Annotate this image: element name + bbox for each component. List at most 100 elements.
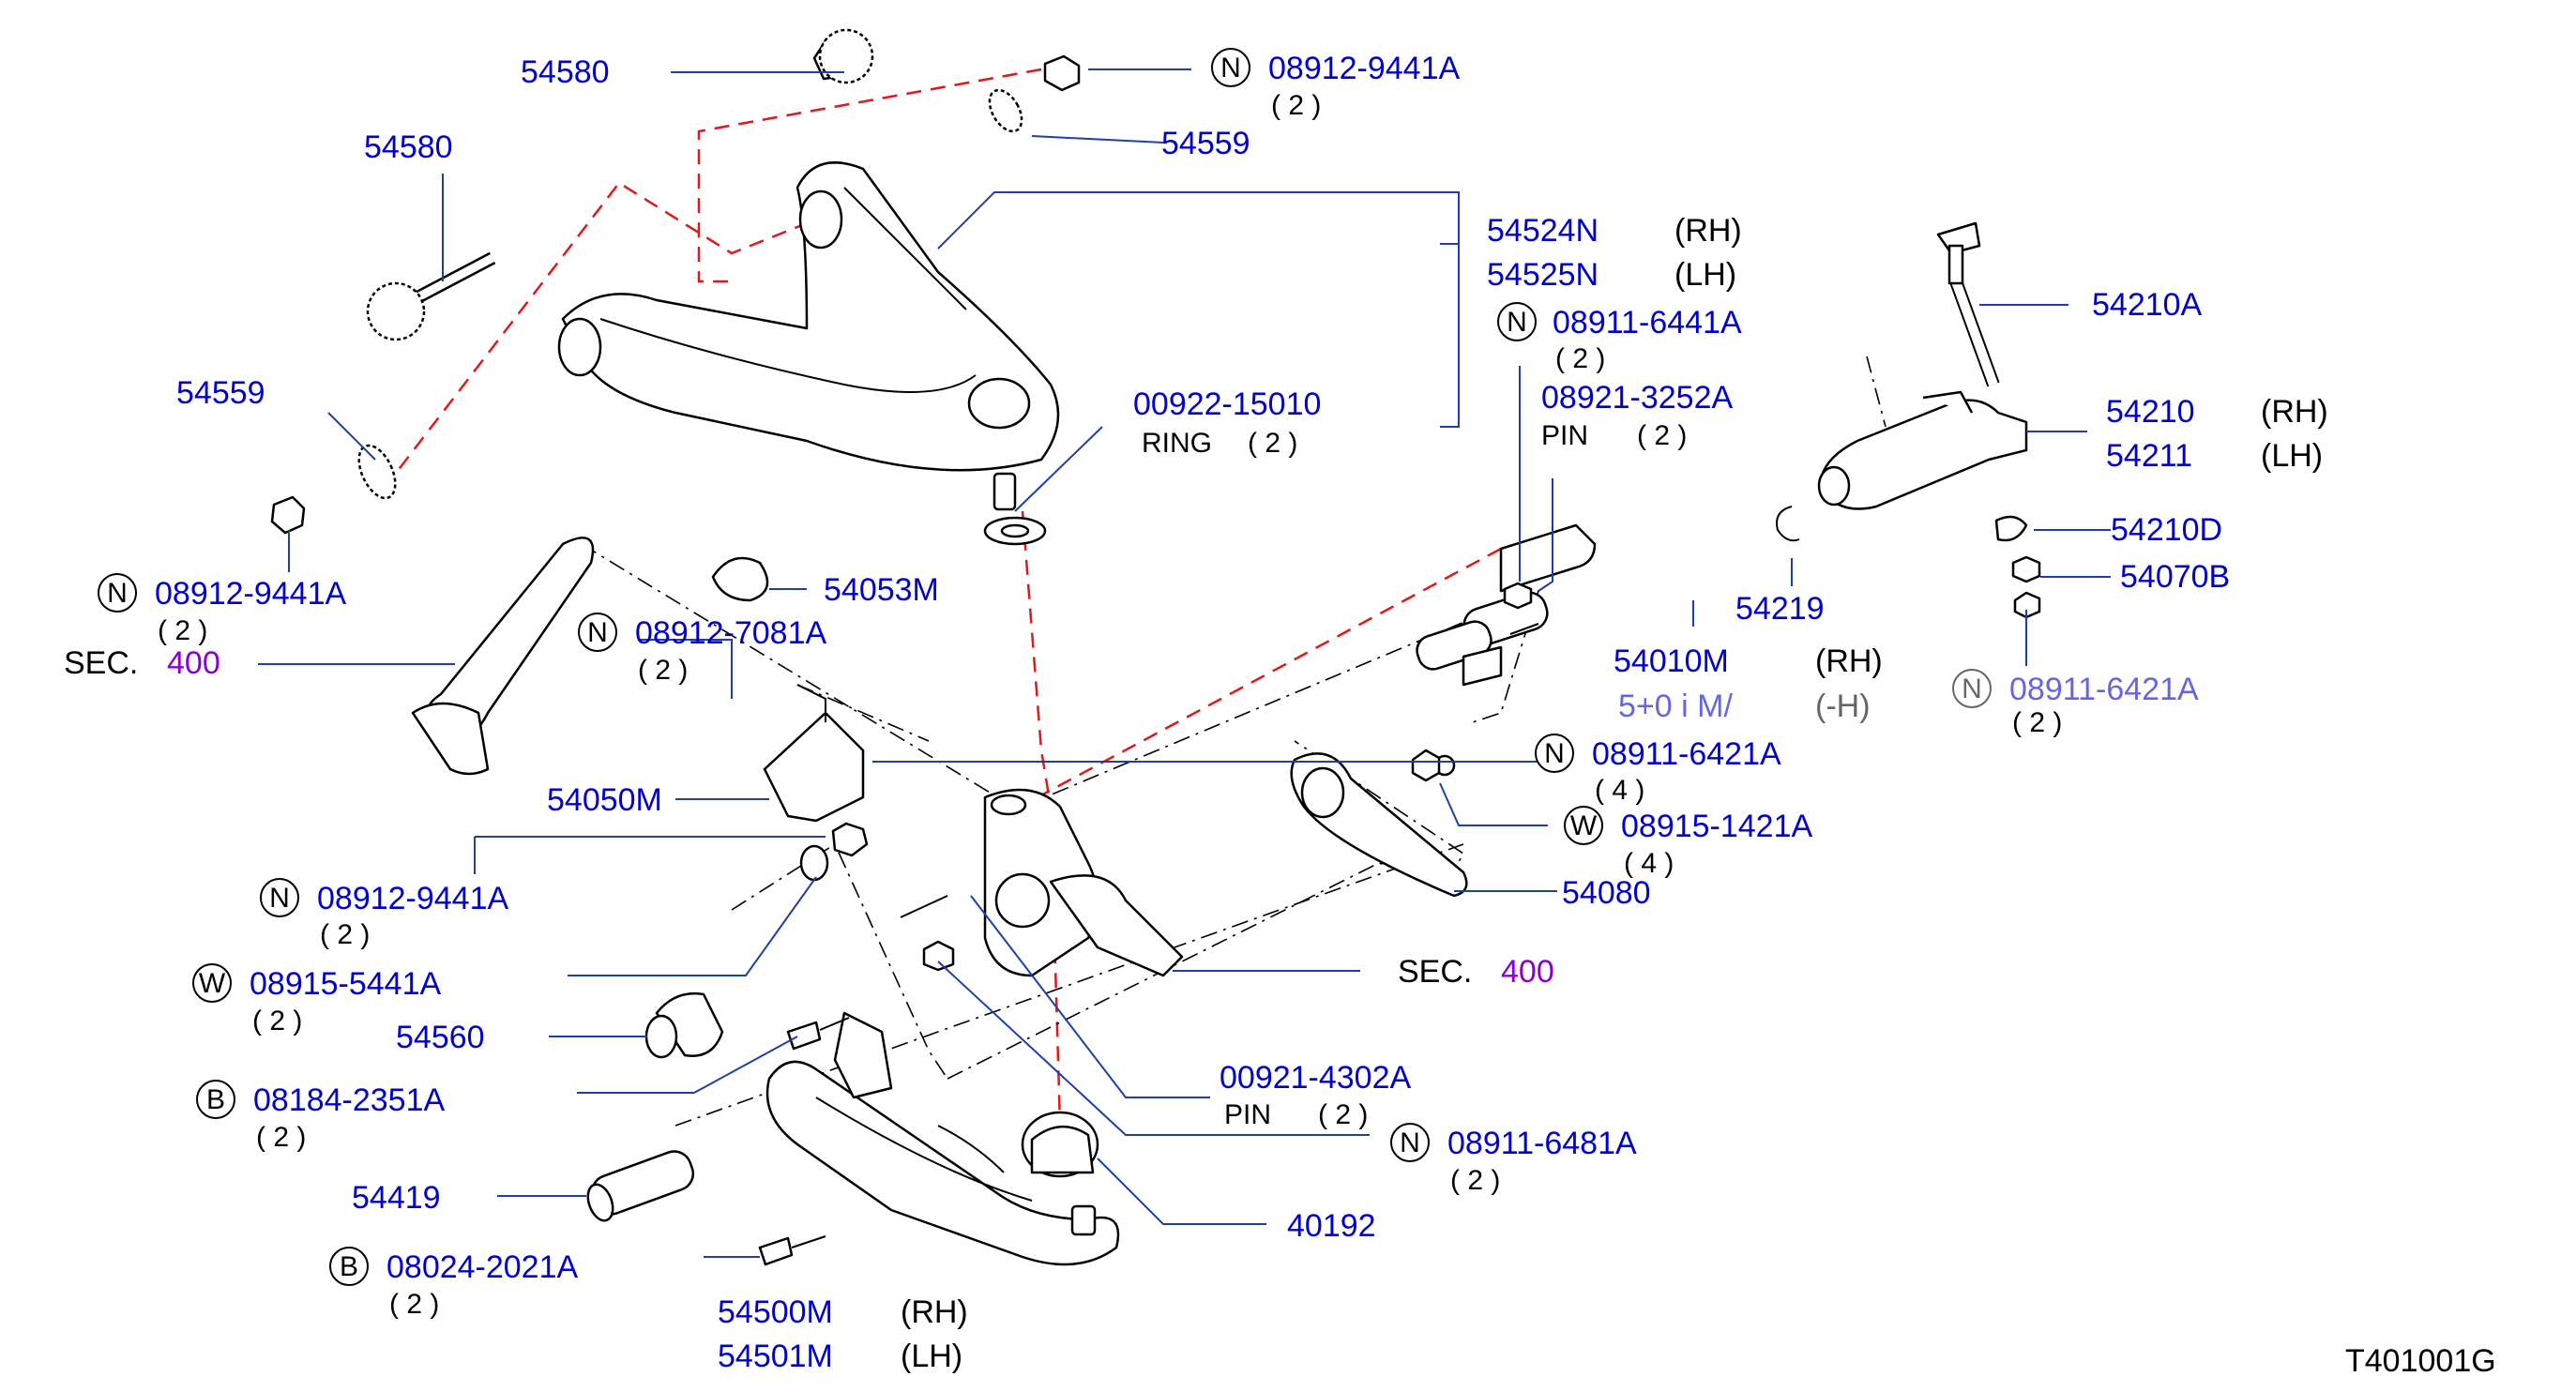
torsion-adjust-bolt <box>1936 221 2000 387</box>
label-lh-54501M: (LH) <box>901 1339 962 1374</box>
torsion-bar <box>1416 523 1597 687</box>
badge-w-letter: W <box>1570 810 1598 841</box>
label-sec-400-1: 400 <box>167 645 220 681</box>
badge-n-letter: N <box>269 883 290 914</box>
label-lh-54011M-partial: (-H) <box>1815 688 1871 724</box>
upper-control-arm <box>557 161 1060 511</box>
badge-b-2021A <box>329 1247 369 1286</box>
lower-arm-bushing-group <box>644 822 869 1059</box>
lower-bolts <box>758 1017 850 1266</box>
qty-2-4302A: ( 2 ) <box>1318 1099 1368 1130</box>
red-center-lines <box>384 68 1502 1127</box>
label-ring: RING <box>1142 428 1212 459</box>
badge-b-2351A <box>196 1080 235 1119</box>
label-08912-9441A-left: 08912-9441A <box>155 576 347 612</box>
bushing-54419 <box>586 1150 695 1222</box>
label-08911-6421A-mid: 08911-6421A <box>1592 736 1781 772</box>
label-54219: 54219 <box>1735 591 1825 627</box>
qty-2-9441A-mid: ( 2 ) <box>320 919 370 950</box>
label-08921-3252A: 08921-3252A <box>1541 380 1734 416</box>
label-54210: 54210 <box>2106 394 2195 430</box>
qty-2-ring: ( 2 ) <box>1248 428 1297 459</box>
badge-n-letter: N <box>1220 53 1241 83</box>
badge-w-5441A <box>192 963 232 1003</box>
badge-n-9441A-mid <box>260 878 299 917</box>
label-54501M: 54501M <box>718 1339 833 1374</box>
badge-w-letter: W <box>199 968 226 999</box>
badge-w-1421A <box>1564 806 1603 845</box>
anchor-nuts <box>2011 555 2041 619</box>
label-54010M: 54010M <box>1614 643 1729 679</box>
upper-nut-top <box>988 54 1081 133</box>
badge-n-9441A-top <box>1211 48 1250 87</box>
qty-2-top: ( 2 ) <box>1271 90 1321 121</box>
badge-n-letter: N <box>1544 738 1565 769</box>
badge-n-7081A <box>578 613 617 652</box>
upper-washer-left <box>270 444 397 535</box>
label-54210D: 54210D <box>2111 512 2222 548</box>
badge-n-letter: N <box>587 617 608 648</box>
badge-n-6421A-mid <box>1535 734 1574 773</box>
label-54559-top: 54559 <box>1161 126 1250 161</box>
label-54419: 54419 <box>352 1180 441 1216</box>
label-08911-6421A-right: 08911-6421A <box>2009 672 2199 707</box>
qty-2-2021A: ( 2 ) <box>389 1289 439 1320</box>
label-sec-2: SEC. <box>1398 954 1472 990</box>
label-54500M: 54500M <box>718 1294 833 1330</box>
label-08911-6441A: 08911-6441A <box>1553 305 1742 340</box>
label-54559-left: 54559 <box>176 375 265 411</box>
qty-2-6441A: ( 2 ) <box>1555 343 1605 374</box>
label-54211: 54211 <box>2106 438 2192 474</box>
upper-nut-right <box>1503 582 1539 635</box>
label-40192: 40192 <box>1287 1208 1376 1244</box>
leader-lines <box>258 68 2111 1258</box>
badge-n-letter: N <box>1507 307 1527 338</box>
label-08915-5441A: 08915-5441A <box>250 966 442 1002</box>
badge-b-letter: B <box>340 1251 358 1282</box>
part-labels: 54580 N 08912-9441A ( 2 ) 54559 54580 54… <box>64 48 2496 1379</box>
badge-n-letter: N <box>1400 1127 1420 1158</box>
label-54580-top: 54580 <box>521 54 610 90</box>
qty-4-6421A: ( 4 ) <box>1595 775 1644 806</box>
upper-bolt-top <box>730 28 874 113</box>
qty-2-6421A-right: ( 2 ) <box>2012 707 2062 738</box>
label-lh-54211: (LH) <box>2261 438 2323 474</box>
label-08184-2351A: 08184-2351A <box>253 1082 446 1118</box>
rebound-bracket-54050M <box>763 684 865 823</box>
label-sec-400-2: 400 <box>1501 954 1554 990</box>
ring-00922 <box>983 516 1047 546</box>
anchor-arm-54080 <box>1290 749 1468 898</box>
label-00921-4302A: 00921-4302A <box>1220 1060 1412 1096</box>
label-00922-15010: 00922-15010 <box>1133 386 1321 422</box>
diagram-id-code: T401001G <box>2345 1343 2496 1379</box>
label-54580-left: 54580 <box>364 129 453 165</box>
label-pin-4302A: PIN <box>1224 1099 1271 1130</box>
label-54080: 54080 <box>1562 875 1651 911</box>
label-54525N: 54525N <box>1487 257 1599 293</box>
label-pin-3252A: PIN <box>1541 420 1588 451</box>
badge-n-6481A <box>1390 1123 1430 1162</box>
label-08024-2021A: 08024-2021A <box>386 1249 579 1285</box>
badge-n-9441A-left <box>98 573 137 613</box>
badge-n-letter: N <box>107 578 128 609</box>
badge-n-6421A-right <box>1952 669 1992 708</box>
snap-ring-54219 <box>1776 506 1800 542</box>
qty-2-3252A: ( 2 ) <box>1637 420 1687 451</box>
label-54011M-partial: 5+0 i M/ <box>1618 688 1733 724</box>
badge-n-6441A <box>1497 302 1537 341</box>
label-54560: 54560 <box>396 1020 485 1055</box>
label-54050M: 54050M <box>547 782 662 818</box>
label-sec-1: SEC. <box>64 645 138 681</box>
label-rh-54010M: (RH) <box>1815 643 1883 679</box>
label-rh-54210: (RH) <box>2261 394 2328 430</box>
label-08915-1421A: 08915-1421A <box>1621 809 1813 844</box>
ball-joint-40192 <box>900 895 1095 1174</box>
tension-rod-left <box>411 537 595 776</box>
qty-2-left: ( 2 ) <box>158 615 207 646</box>
label-08912-9441A-mid: 08912-9441A <box>317 881 509 916</box>
label-rh-54524N: (RH) <box>1674 213 1742 249</box>
upper-bolt-left <box>366 251 496 341</box>
label-rh-54500M: (RH) <box>901 1294 968 1330</box>
badge-n-letter: N <box>1962 673 1982 704</box>
